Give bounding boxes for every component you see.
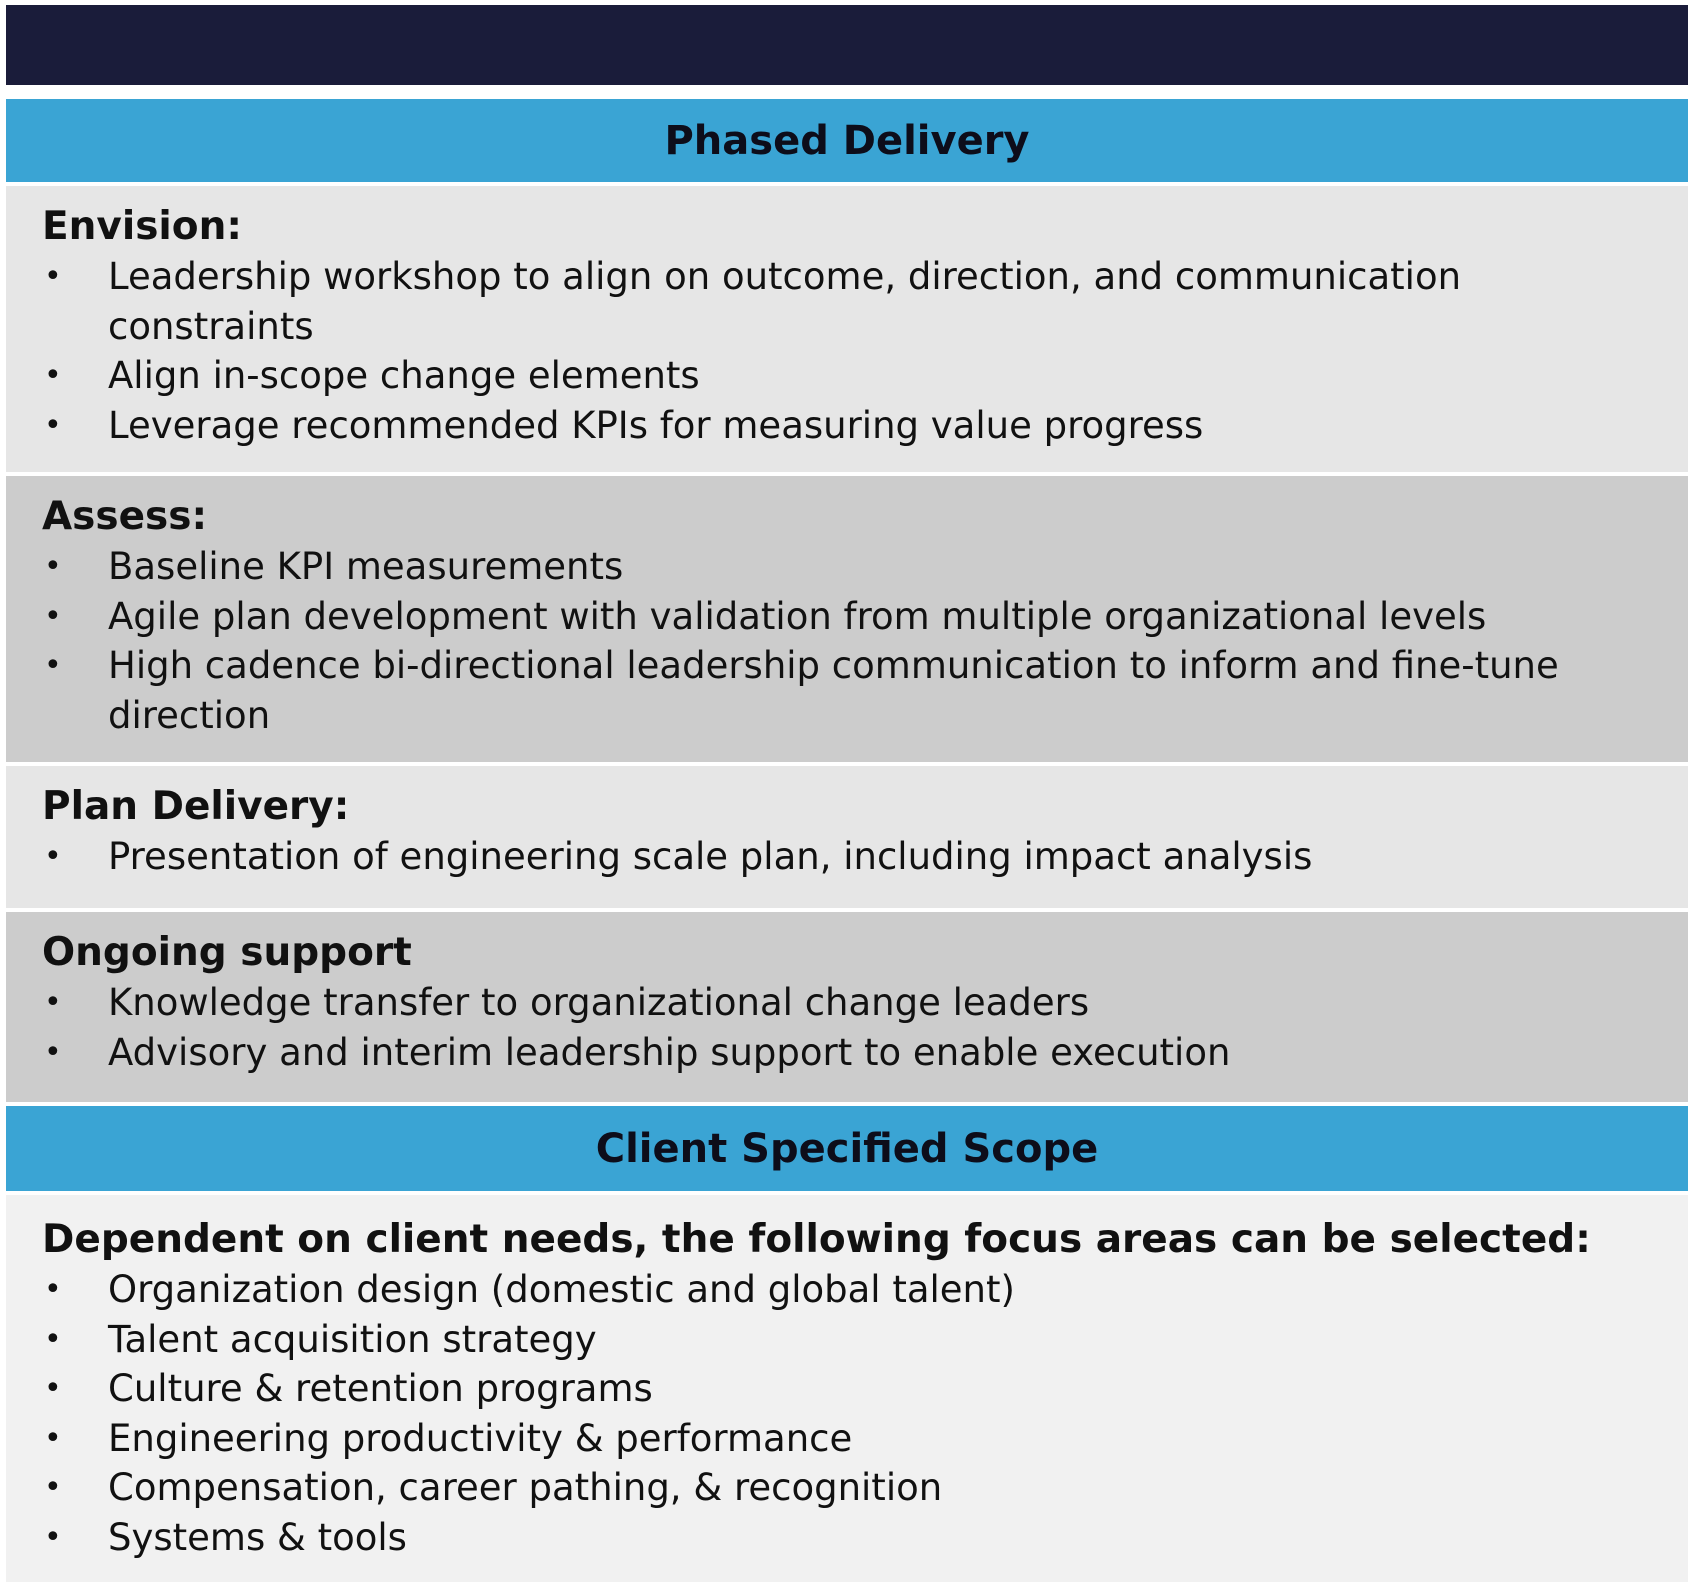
phase-bullet-list: • Presentation of engineering scale plan,… [42, 832, 1652, 882]
phase-title: Plan Delivery: [42, 784, 350, 829]
list-item: • High cadence bi-directional leadership … [42, 641, 1652, 740]
list-item: • Agile plan development with validation … [42, 592, 1652, 642]
bullet-icon: • [44, 648, 62, 683]
phased-delivery-header: Phased Delivery [6, 99, 1688, 182]
bullet-icon: • [44, 1272, 62, 1307]
bullet-icon: • [44, 1034, 62, 1070]
bullet-icon: • [44, 358, 62, 393]
phase-title: Ongoing support [42, 930, 412, 975]
phased-delivery-title: Phased Delivery [664, 117, 1030, 164]
list-item: • Culture & retention programs [42, 1364, 1652, 1414]
list-item-text: Engineering productivity & performance [108, 1416, 853, 1460]
list-item: • Align in-scope change elements [42, 351, 1652, 401]
list-item: • Baseline KPI measurements [42, 542, 1652, 592]
list-item: • Compensation, career pathing, & recogni… [42, 1463, 1652, 1513]
phase-assess: Assess: • Baseline KPI measurements • Agil… [6, 476, 1688, 762]
bullet-icon: • [44, 1519, 62, 1555]
client-scope-intro: Dependent on client needs, the following… [42, 1217, 1591, 1262]
list-item-text: Presentation of engineering scale plan, … [108, 835, 1313, 878]
phase-ongoing-support: Ongoing support • Knowledge transfer to o… [6, 912, 1688, 1102]
list-item: • Organization design (domestic and globa… [42, 1265, 1652, 1315]
list-item-text: Align in-scope change elements [108, 354, 700, 397]
phase-title: Envision: [42, 204, 242, 249]
bullet-icon: • [44, 1321, 62, 1357]
list-item-text: Leverage recommended KPIs for measuring … [108, 403, 1204, 447]
list-item-text: Systems & tools [108, 1515, 407, 1559]
list-item-text: Leadership workshop to align on outcome,… [108, 255, 1462, 348]
list-item-text: Agile plan development with validation f… [108, 594, 1487, 638]
list-item-text: Baseline KPI measurements [108, 545, 624, 588]
phase-bullet-list: • Knowledge transfer to organizational ch… [42, 978, 1652, 1077]
phase-plan-delivery: Plan Delivery: • Presentation of engineer… [6, 766, 1688, 908]
list-item-text: High cadence bi-directional leadership c… [108, 644, 1559, 737]
bullet-icon: • [44, 839, 62, 874]
bullet-icon: • [44, 1371, 62, 1406]
phase-title: Assess: [42, 494, 208, 539]
list-item-text: Knowledge transfer to organizational cha… [108, 981, 1090, 1024]
list-item: • Knowledge transfer to organizational ch… [42, 978, 1652, 1028]
list-item: • Presentation of engineering scale plan,… [42, 832, 1652, 882]
bullet-icon: • [44, 985, 62, 1020]
focus-area-list: • Organization design (domestic and globa… [42, 1265, 1652, 1562]
bullet-icon: • [44, 407, 62, 443]
bullet-icon: • [44, 1420, 62, 1456]
list-item: • Leadership workshop to align on outcome… [42, 252, 1652, 351]
list-item-text: Compensation, career pathing, & recognit… [108, 1466, 943, 1509]
phase-bullet-list: • Leadership workshop to align on outcome… [42, 252, 1652, 450]
phase-bullet-list: • Baseline KPI measurements • Agile plan d… [42, 542, 1652, 740]
client-scope-panel: Dependent on client needs, the following… [6, 1195, 1688, 1582]
phase-envision: Envision: • Leadership workshop to align … [6, 186, 1688, 472]
bullet-icon: • [44, 1470, 62, 1505]
list-item-text: Organization design (domestic and global… [108, 1268, 1015, 1311]
list-item: • Leverage recommended KPIs for measuring… [42, 401, 1652, 451]
list-item: • Systems & tools [42, 1513, 1652, 1563]
list-item-text: Culture & retention programs [108, 1367, 653, 1410]
client-scope-title: Client Specified Scope [595, 1125, 1099, 1172]
list-item: • Advisory and interim leadership support… [42, 1028, 1652, 1078]
list-item-text: Advisory and interim leadership support … [108, 1030, 1231, 1074]
bullet-icon: • [44, 549, 62, 584]
bullet-icon: • [44, 598, 62, 634]
top-banner [6, 5, 1688, 85]
list-item: • Engineering productivity & performance [42, 1414, 1652, 1464]
client-scope-header: Client Specified Scope [6, 1106, 1688, 1191]
list-item: • Talent acquisition strategy [42, 1315, 1652, 1365]
list-item-text: Talent acquisition strategy [108, 1317, 597, 1361]
bullet-icon: • [44, 259, 62, 294]
